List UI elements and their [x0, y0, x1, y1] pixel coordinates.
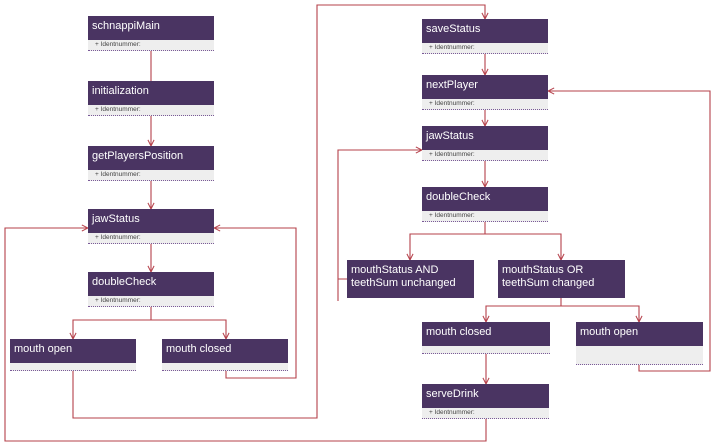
- node-attribute: + Identnummer:: [422, 99, 548, 110]
- node-attribute: + Identnummer:: [88, 40, 214, 51]
- node-initialization[interactable]: initialization + Identnummer:: [88, 81, 214, 116]
- node-changed[interactable]: mouthStatus OR teethSum changed: [498, 260, 625, 298]
- node-doubleCheck-1[interactable]: doubleCheck + Identnummer:: [88, 272, 214, 307]
- node-doubleCheck-2[interactable]: doubleCheck + Identnummer:: [422, 187, 548, 222]
- node-attribute: + Identnummer:: [422, 408, 549, 419]
- node-attribute: + Identnummer:: [88, 296, 214, 307]
- node-label: doubleCheck: [422, 187, 548, 211]
- node-label: mouth open: [576, 322, 703, 346]
- edge-doubleCheck-mouthClosed: [151, 319, 226, 339]
- node-label: serveDrink: [422, 384, 549, 408]
- node-attribute: [162, 363, 288, 371]
- node-attribute: [10, 363, 136, 371]
- node-unchanged[interactable]: mouthStatus AND teethSum unchanged: [347, 260, 474, 298]
- node-getPlayersPosition[interactable]: getPlayersPosition + Identnummer:: [88, 146, 214, 181]
- edge-doubleCheck-unchanged: [410, 222, 486, 260]
- edge-changed-mouthOpen: [561, 305, 639, 322]
- node-attribute: + Identnummer:: [88, 233, 214, 244]
- edge-mouthOpen-saveStatus: [72, 4, 485, 419]
- node-attribute: + Identnummer:: [422, 43, 548, 54]
- node-mouth-closed-2[interactable]: mouth closed: [422, 322, 550, 354]
- node-label: nextPlayer: [422, 75, 548, 99]
- node-attribute: + Identnummer:: [422, 211, 548, 222]
- edge-unchanged-jawStatus: [337, 150, 422, 301]
- node-attribute: [576, 346, 703, 365]
- node-nextPlayer[interactable]: nextPlayer + Identnummer:: [422, 75, 548, 110]
- node-saveStatus[interactable]: saveStatus + Identnummer:: [422, 19, 548, 54]
- edge-serveDrink-jawStatus: [4, 228, 487, 442]
- node-jawStatus-1[interactable]: jawStatus + Identnummer:: [88, 209, 214, 244]
- node-attribute: + Identnummer:: [88, 105, 214, 116]
- node-schnappiMain[interactable]: schnappiMain + Identnummer:: [88, 16, 214, 51]
- edge-mouthOpen-nextPlayer: [548, 91, 711, 372]
- node-label: mouth closed: [422, 322, 550, 346]
- node-label: saveStatus: [422, 19, 548, 43]
- node-label: schnappiMain: [88, 16, 214, 40]
- node-label: mouth closed: [162, 339, 288, 363]
- node-label: initialization: [88, 81, 214, 105]
- node-serveDrink[interactable]: serveDrink + Identnummer:: [422, 384, 549, 419]
- node-label: doubleCheck: [88, 272, 214, 296]
- node-label: jawStatus: [88, 209, 214, 233]
- node-attribute: + Identnummer:: [422, 150, 548, 161]
- node-jawStatus-2[interactable]: jawStatus + Identnummer:: [422, 126, 548, 161]
- edge-doubleCheck-changed: [485, 233, 561, 260]
- node-mouth-open-2[interactable]: mouth open: [576, 322, 703, 365]
- node-label: jawStatus: [422, 126, 548, 150]
- edge-mouthClosed-jawStatus: [214, 228, 297, 379]
- edge-changed-mouthClosed: [486, 298, 562, 322]
- node-label: getPlayersPosition: [88, 146, 214, 170]
- node-attribute: + Identnummer:: [88, 170, 214, 181]
- node-label: mouth open: [10, 339, 136, 363]
- node-mouth-closed-1[interactable]: mouth closed: [162, 339, 288, 371]
- node-attribute: [422, 346, 550, 354]
- node-mouth-open-1[interactable]: mouth open: [10, 339, 136, 371]
- node-label: mouthStatus AND teethSum unchanged: [347, 260, 474, 298]
- edge-doubleCheck-mouthOpen: [73, 307, 152, 339]
- node-label: mouthStatus OR teethSum changed: [498, 260, 625, 298]
